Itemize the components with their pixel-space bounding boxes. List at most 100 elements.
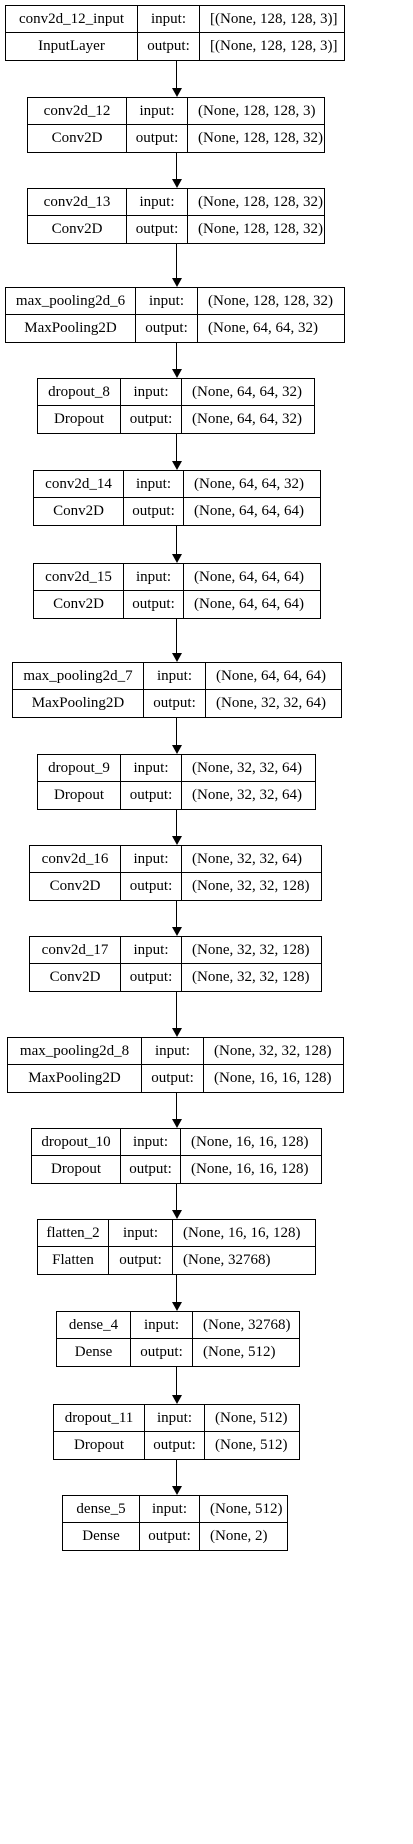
layer-type: Dense	[63, 1523, 140, 1550]
arrow-head-icon	[171, 653, 182, 662]
edge-line	[176, 244, 177, 279]
arrow-head-icon	[171, 745, 182, 754]
output-shape: (None, 2)	[210, 1528, 268, 1544]
output-shape: (None, 64, 64, 32)	[192, 411, 302, 427]
output-label: output:	[131, 1339, 193, 1366]
layer-name: conv2d_12	[28, 98, 127, 125]
arrow-head-icon	[171, 88, 182, 97]
input-label: input:	[140, 1496, 200, 1523]
edge-line	[176, 343, 177, 370]
output-shape: (None, 64, 64, 64)	[194, 596, 304, 612]
arrow-head-icon	[171, 836, 182, 845]
output-label: output:	[124, 498, 184, 525]
output-label: output:	[121, 406, 182, 433]
layer-name: conv2d_16	[30, 846, 121, 873]
edge-line	[176, 1093, 177, 1120]
layer-type: Dropout	[54, 1432, 145, 1459]
layer-type: Flatten	[38, 1247, 109, 1274]
layer-name: dense_5	[63, 1496, 140, 1523]
edge-line	[176, 1275, 177, 1303]
input-shape: (None, 16, 16, 128)	[181, 1129, 321, 1156]
input-shape: (None, 32, 32, 64)	[182, 755, 315, 782]
input-label: input:	[124, 471, 184, 498]
layer-name: dropout_11	[54, 1405, 145, 1432]
input-shape: (None, 128, 128, 32)	[188, 189, 324, 216]
input-label: input:	[145, 1405, 205, 1432]
layer-type: InputLayer	[6, 33, 138, 60]
layer-name: max_pooling2d_6	[6, 288, 136, 315]
edge-line	[176, 1460, 177, 1487]
edge-line	[176, 718, 177, 746]
output-label: output:	[136, 315, 198, 342]
layer-name: conv2d_15	[34, 564, 124, 591]
output-label: output:	[109, 1247, 173, 1274]
input-shape: (None, 32, 32, 128)	[204, 1038, 343, 1065]
input-label: input:	[121, 379, 182, 406]
edge-line	[176, 992, 177, 1029]
arrow-head-icon	[171, 278, 182, 287]
input-shape: (None, 32, 32, 64)	[182, 846, 321, 873]
input-shape: (None, 512)	[205, 1405, 299, 1432]
layer-type: Dropout	[32, 1156, 121, 1183]
output-label: output:	[124, 591, 184, 618]
edge-line	[176, 1367, 177, 1396]
layer-type: Conv2D	[28, 216, 127, 243]
layer-type: Conv2D	[28, 125, 127, 152]
output-shape: (None, 32, 32, 128)	[192, 878, 310, 894]
output-shape: (None, 16, 16, 128)	[214, 1070, 332, 1086]
layer-type: Conv2D	[34, 591, 124, 618]
arrow-head-icon	[171, 179, 182, 188]
layer-type: Conv2D	[30, 964, 121, 991]
arrow-head-icon	[171, 1395, 182, 1404]
arrow-head-icon	[171, 1210, 182, 1219]
output-label: output:	[121, 1156, 181, 1183]
input-shape: (None, 64, 64, 64)	[206, 663, 341, 690]
layer-type: Dense	[57, 1339, 131, 1366]
layer-name: max_pooling2d_8	[8, 1038, 142, 1065]
input-shape: (None, 64, 64, 32)	[184, 471, 320, 498]
input-label: input:	[136, 288, 198, 315]
output-shape: (None, 32, 32, 64)	[192, 787, 302, 803]
output-shape: (None, 16, 16, 128)	[191, 1161, 309, 1177]
input-label: input:	[121, 846, 182, 873]
edge-line	[176, 619, 177, 654]
output-shape: (None, 64, 64, 64)	[194, 503, 304, 519]
output-shape: (None, 128, 128, 32)	[198, 130, 323, 146]
layer-type: Dropout	[38, 406, 121, 433]
layer-name: dropout_8	[38, 379, 121, 406]
layer-type: Conv2D	[34, 498, 124, 525]
edge-line	[176, 434, 177, 462]
layer-name: conv2d_14	[34, 471, 124, 498]
input-label: input:	[121, 1129, 181, 1156]
layer-name: conv2d_13	[28, 189, 127, 216]
layer-type: Dropout	[38, 782, 121, 809]
output-label: output:	[127, 125, 188, 152]
input-label: input:	[127, 189, 188, 216]
input-shape: [(None, 128, 128, 3)]	[200, 6, 344, 33]
output-shape: (None, 32768)	[183, 1252, 271, 1268]
output-shape: (None, 128, 128, 32)	[198, 221, 323, 237]
output-label: output:	[121, 782, 182, 809]
input-label: input:	[138, 6, 200, 33]
input-label: input:	[142, 1038, 204, 1065]
input-shape: (None, 64, 64, 32)	[182, 379, 314, 406]
output-label: output:	[145, 1432, 205, 1459]
output-shape: (None, 512)	[215, 1437, 288, 1453]
layer-type: Conv2D	[30, 873, 121, 900]
layer-type: MaxPooling2D	[8, 1065, 142, 1092]
layer-name: max_pooling2d_7	[13, 663, 144, 690]
input-label: input:	[124, 564, 184, 591]
input-shape: (None, 32, 32, 128)	[182, 937, 321, 964]
arrow-head-icon	[171, 461, 182, 470]
